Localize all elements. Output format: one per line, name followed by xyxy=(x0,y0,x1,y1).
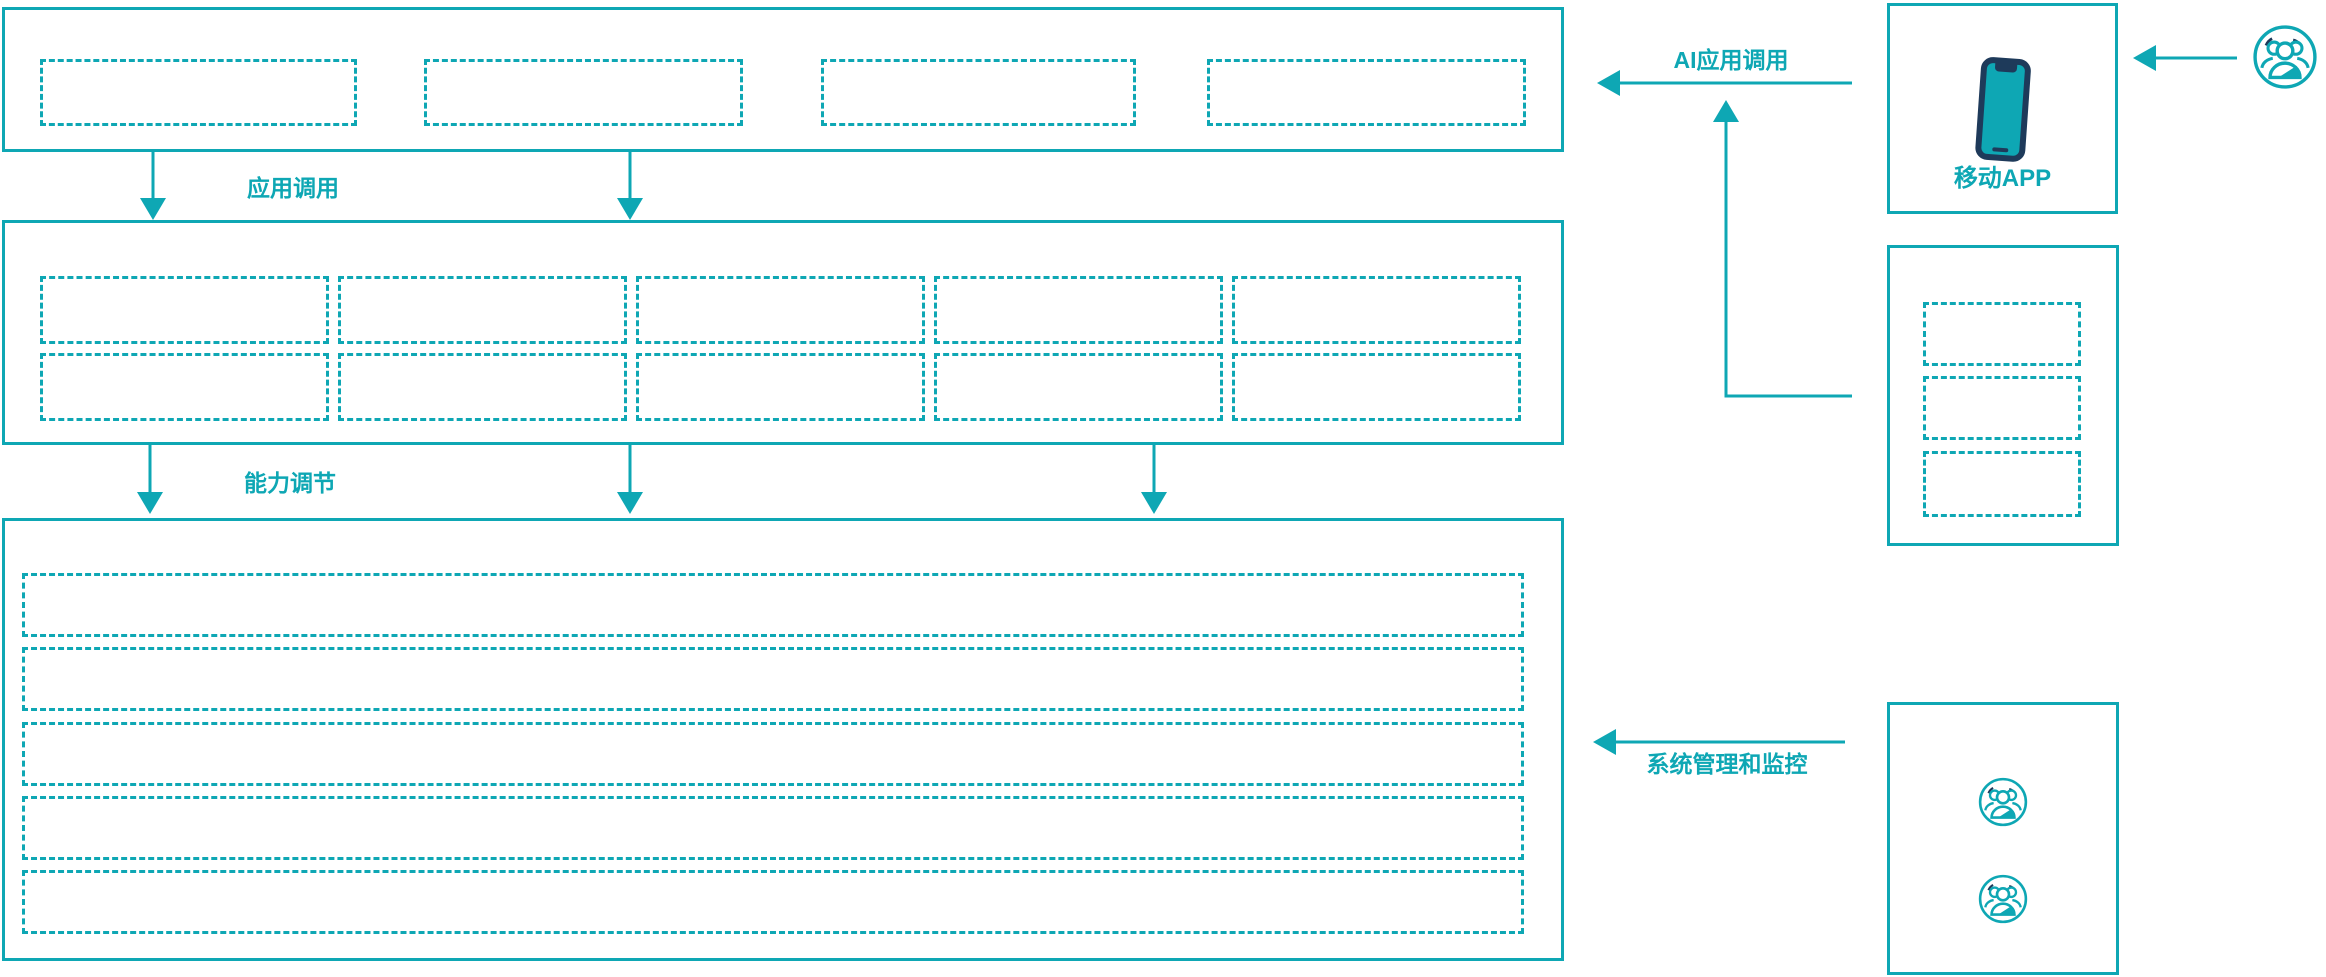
mobile-phone-icon xyxy=(1975,57,2031,162)
bottom-layer-box xyxy=(2,518,1564,961)
user-group-icon xyxy=(1978,874,2028,924)
arrow-user-to-mobile-app xyxy=(2133,45,2237,71)
dashed-slot-top-2 xyxy=(424,59,743,126)
arrow-top-to-middle-right xyxy=(617,150,643,220)
arrow-middle-to-bottom-2 xyxy=(617,443,643,514)
dashed-row-4 xyxy=(22,796,1524,860)
dashed-slot-mid-r1c4 xyxy=(934,276,1223,344)
dashed-row-5 xyxy=(22,870,1524,934)
middle-right-box xyxy=(1887,245,2119,546)
dashed-row-3 xyxy=(22,722,1524,786)
dashed-slot-mid-r2c4 xyxy=(934,353,1223,421)
dashed-slot-top-4 xyxy=(1207,59,1526,126)
dashed-slot-right-3 xyxy=(1923,451,2081,517)
mobile-app-label: 移动APP xyxy=(1953,165,2052,192)
dashed-row-1 xyxy=(22,573,1524,637)
dashed-slot-mid-r2c2 xyxy=(338,353,627,421)
middle-layer-box xyxy=(2,220,1564,445)
dashed-slot-right-1 xyxy=(1923,302,2081,366)
mobile-app-box: 移动APP xyxy=(1887,3,2118,214)
user-group-icon xyxy=(2253,25,2317,89)
dashed-slot-mid-r2c3 xyxy=(636,353,925,421)
arrow-middle-to-bottom-3 xyxy=(1141,443,1167,514)
bottom-right-box xyxy=(1887,702,2119,975)
dashed-slot-right-2 xyxy=(1923,376,2081,440)
arrow-right-box-up xyxy=(1713,100,1852,398)
dashed-slot-top-1 xyxy=(40,59,357,126)
arrow-top-to-middle-left xyxy=(140,150,166,220)
dashed-slot-mid-r1c1 xyxy=(40,276,329,344)
arrow-middle-to-bottom-1 xyxy=(137,443,163,514)
dashed-slot-mid-r1c5 xyxy=(1232,276,1521,344)
dashed-slot-mid-r1c3 xyxy=(636,276,925,344)
app-call-label: 应用调用 xyxy=(247,175,339,201)
dashed-slot-top-3 xyxy=(821,59,1136,126)
ai-app-call-label: AI应用调用 xyxy=(1673,47,1789,73)
top-layer-box xyxy=(2,7,1564,152)
capability-adjust-label: 能力调节 xyxy=(244,470,336,496)
dashed-slot-mid-r1c2 xyxy=(338,276,627,344)
dashed-slot-mid-r2c1 xyxy=(40,353,329,421)
arrow-ai-app-call xyxy=(1597,70,1852,96)
dashed-slot-mid-r2c5 xyxy=(1232,353,1521,421)
user-group-icon xyxy=(1978,777,2028,827)
system-monitor-label: 系统管理和监控 xyxy=(1646,751,1808,777)
dashed-row-2 xyxy=(22,647,1524,711)
